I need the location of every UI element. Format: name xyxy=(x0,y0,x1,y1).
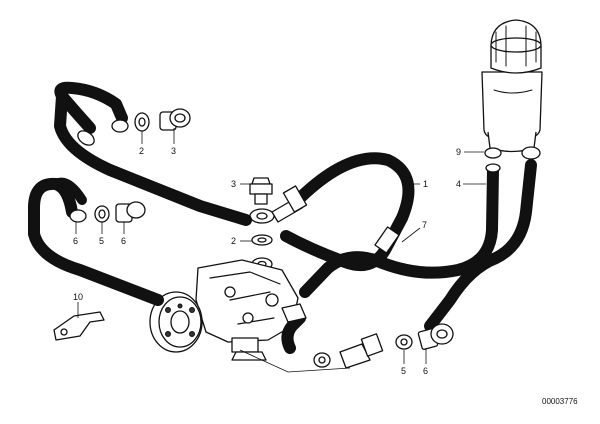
callout-6-right: 6 xyxy=(423,366,428,376)
lower-left-fittings xyxy=(94,201,146,223)
return-hose-7 xyxy=(424,159,537,332)
callout-3-upper: 3 xyxy=(171,146,176,156)
banjo-bolt-assembly xyxy=(249,177,308,271)
callout-10: 10 xyxy=(73,292,83,302)
reservoir xyxy=(481,19,543,153)
callout-1: 1 xyxy=(423,179,428,189)
callout-2-washer: 2 xyxy=(231,236,236,246)
cooler-hose-lower xyxy=(28,177,164,306)
pressure-hose-1 xyxy=(280,152,415,271)
upper-fittings xyxy=(134,108,191,132)
leader-lines xyxy=(75,128,486,373)
callout-6-far-left: 6 xyxy=(73,236,78,246)
callout-7: 7 xyxy=(422,220,427,230)
callouts: 1 2 3 3 2 4 5 5 6 6 6 7 8 9 10 xyxy=(73,146,461,376)
callout-3-bolt: 3 xyxy=(231,179,236,189)
callout-2-upper: 2 xyxy=(139,146,144,156)
lower-right-fittings xyxy=(281,303,454,369)
callout-5-left: 5 xyxy=(99,236,104,246)
bracket-10 xyxy=(53,311,105,341)
callout-4: 4 xyxy=(456,179,461,189)
callout-9: 9 xyxy=(456,147,461,157)
callout-6-left: 6 xyxy=(121,236,126,246)
pump-pulley xyxy=(149,291,203,353)
cooler-hose-upper xyxy=(54,81,252,226)
hose-clamp-9 xyxy=(484,146,541,160)
callout-5-right: 5 xyxy=(401,366,406,376)
drawing-number: 00003776 xyxy=(542,397,578,406)
